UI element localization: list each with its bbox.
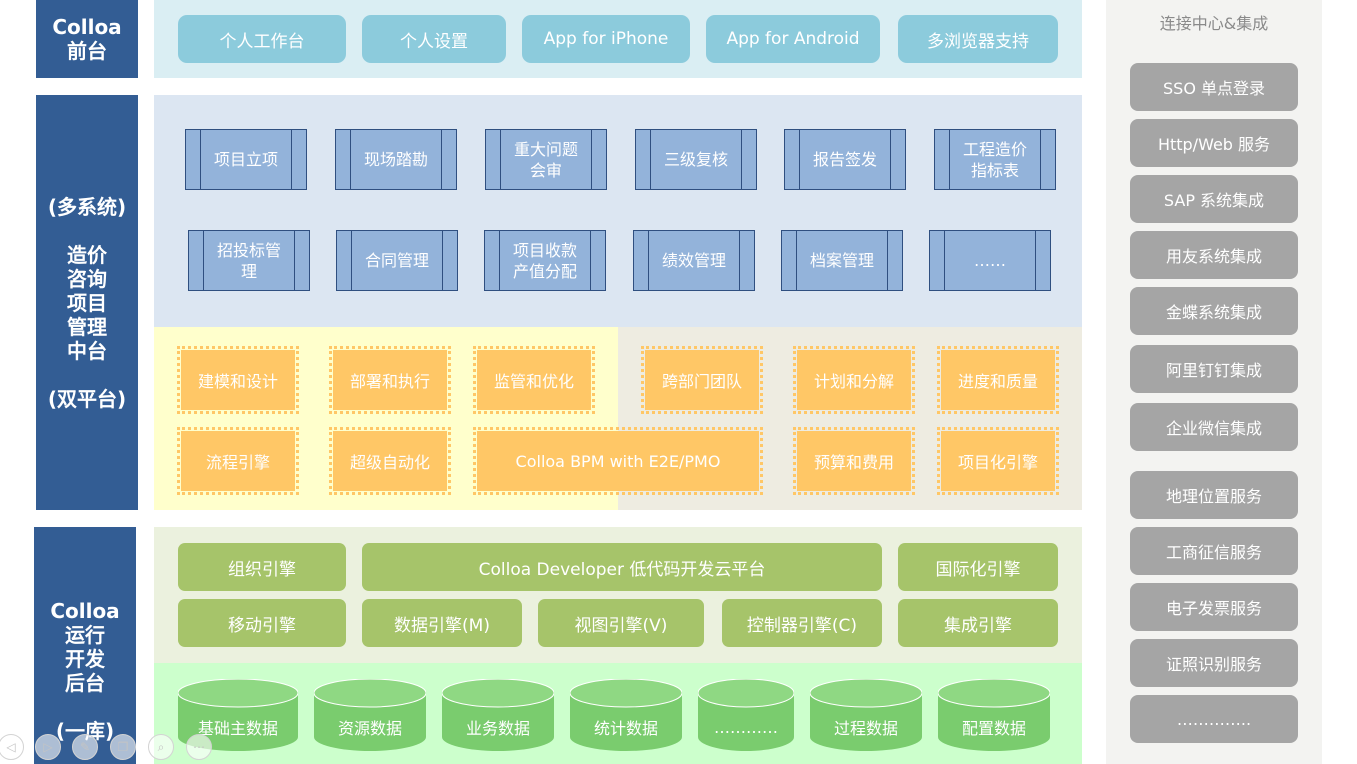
zoom-icon[interactable]: ⌕ — [148, 734, 174, 760]
capability-stamp: 建模和设计 — [177, 346, 299, 414]
engine-pill-lowcode: Colloa Developer 低代码开发云平台 — [362, 543, 882, 591]
copy-icon[interactable]: ❐ — [110, 734, 136, 760]
database-cylinder: 统计数据 — [570, 679, 682, 751]
capability-stamp: 项目化引擎 — [937, 427, 1059, 495]
process-box: 招投标管 理 — [188, 230, 310, 291]
engine-pill-data: 数据引擎(M) — [362, 599, 522, 647]
front-label-line-1: Colloa — [52, 15, 122, 39]
database-cylinder: 业务数据 — [442, 679, 554, 751]
capability-stamp: 流程引擎 — [177, 427, 299, 495]
integration-item: 工商征信服务 — [1130, 527, 1298, 575]
capability-stamp: 部署和执行 — [329, 346, 451, 414]
engine-pill-view: 视图引擎(V) — [538, 599, 704, 647]
bpm-platform-stamp: Colloa BPM with E2E/PMO — [473, 427, 763, 495]
integration-item: SSO 单点登录 — [1130, 63, 1298, 111]
middle-label-line-3: 项目 — [67, 290, 107, 315]
middle-label-line-2: 咨询 — [67, 266, 107, 291]
database-label: 资源数据 — [337, 719, 402, 738]
process-box: 绩效管理 — [633, 230, 755, 291]
database-label: 基础主数据 — [197, 719, 278, 738]
capability-stamp: 预算和费用 — [793, 427, 915, 495]
integration-item: 用友系统集成 — [1130, 231, 1298, 279]
process-box: 工程造价 指标表 — [934, 129, 1056, 190]
middle-layer-label: (多系统) 造价 咨询 项目 管理 中台 (双平台) — [36, 95, 138, 510]
cylinder-shape — [314, 679, 426, 751]
engine-pill-org: 组织引擎 — [178, 543, 346, 591]
cylinder-shape — [442, 679, 554, 751]
cylinder-shape — [178, 679, 298, 751]
back-label-line-4: 后台 — [65, 671, 105, 695]
database-cylinder: 配置数据 — [938, 679, 1050, 751]
process-box: 项目立项 — [185, 129, 307, 190]
front-button-iphone[interactable]: App for iPhone — [522, 15, 690, 63]
cylinder-shape — [938, 679, 1050, 751]
integration-item: ………….. — [1130, 695, 1298, 743]
play-icon[interactable]: ▷ — [35, 734, 61, 760]
front-layer-label: Colloa 前台 — [36, 0, 138, 78]
integration-item: Http/Web 服务 — [1130, 119, 1298, 167]
cylinder-shape — [570, 679, 682, 751]
database-cylinder: 过程数据 — [810, 679, 922, 751]
database-cylinder: 资源数据 — [314, 679, 426, 751]
back-label-line-2: 运行 — [65, 623, 105, 647]
process-box: 合同管理 — [336, 230, 458, 291]
front-button-workbench[interactable]: 个人工作台 — [178, 15, 346, 63]
front-button-settings[interactable]: 个人设置 — [362, 15, 506, 63]
process-box: …… — [929, 230, 1051, 291]
back-icon[interactable]: ◁ — [0, 734, 24, 760]
front-button-android[interactable]: App for Android — [706, 15, 880, 63]
engine-pill-mobile: 移动引擎 — [178, 599, 346, 647]
middle-label-line-1: 造价 — [67, 242, 107, 267]
middle-label-bottom: (双平台) — [47, 386, 127, 411]
integration-item: 金蝶系统集成 — [1130, 287, 1298, 335]
middle-label-top: (多系统) — [47, 194, 127, 219]
engine-pill-i18n: 国际化引擎 — [898, 543, 1058, 591]
process-box: 项目收款 产值分配 — [484, 230, 606, 291]
capability-stamp: 计划和分解 — [793, 346, 915, 414]
capability-stamp: 监管和优化 — [473, 346, 595, 414]
database-label: 过程数据 — [833, 719, 898, 738]
process-box: 重大问题 会审 — [485, 129, 607, 190]
database-cylinder: ………… — [698, 679, 794, 751]
capability-stamp: 进度和质量 — [937, 346, 1059, 414]
database-label: 配置数据 — [961, 719, 1026, 738]
capability-stamp: 超级自动化 — [329, 427, 451, 495]
integration-item: 电子发票服务 — [1130, 583, 1298, 631]
front-label-line-2: 前台 — [67, 39, 107, 63]
back-label-line-1: Colloa — [50, 599, 120, 623]
capability-stamp: 跨部门团队 — [641, 346, 763, 414]
integration-item: 阿里钉钉集成 — [1130, 345, 1298, 393]
integration-item: SAP 系统集成 — [1130, 175, 1298, 223]
front-button-browsers[interactable]: 多浏览器支持 — [898, 15, 1058, 63]
process-box: 现场踏勘 — [335, 129, 457, 190]
database-label: 业务数据 — [465, 719, 530, 738]
engine-pill-controller: 控制器引擎(C) — [722, 599, 882, 647]
engine-pill-integration: 集成引擎 — [898, 599, 1058, 647]
pen-icon[interactable]: ✎ — [72, 734, 98, 760]
database-label: 统计数据 — [593, 719, 658, 738]
cylinder-shape — [810, 679, 922, 751]
database-label: ………… — [714, 717, 778, 737]
back-label-line-3: 开发 — [65, 647, 105, 671]
integration-item: 地理位置服务 — [1130, 471, 1298, 519]
database-cylinder: 基础主数据 — [178, 679, 298, 751]
integration-title: 连接中心&集成 — [1159, 14, 1269, 33]
process-box: 档案管理 — [781, 230, 903, 291]
process-box: 报告签发 — [784, 129, 906, 190]
integration-item: 企业微信集成 — [1130, 403, 1298, 451]
middle-label-line-4: 管理 — [67, 314, 107, 339]
process-box: 三级复核 — [635, 129, 757, 190]
integration-item: 证照识别服务 — [1130, 639, 1298, 687]
more-icon[interactable]: ⋯ — [186, 734, 212, 760]
cylinder-shape — [698, 679, 794, 751]
back-layer-label: Colloa 运行 开发 后台 (一库) — [34, 527, 136, 764]
middle-label-line-5: 中台 — [67, 338, 107, 363]
